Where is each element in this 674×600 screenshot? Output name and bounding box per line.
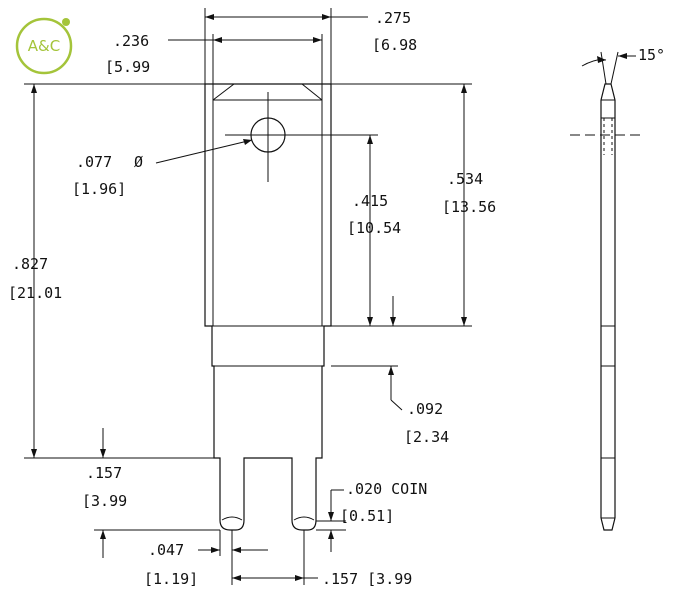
company-logo: A&C <box>15 17 73 75</box>
coin-right <box>293 516 315 521</box>
front-view <box>204 83 378 531</box>
side-view: 15° <box>570 46 665 531</box>
overall-length-mm: [21.01 <box>8 284 62 302</box>
overall-length-inch: .827 <box>12 255 48 273</box>
side-angle-label: 15° <box>638 46 665 64</box>
coin-mm: [0.51] <box>340 507 394 525</box>
logo-text: A&C <box>28 37 60 55</box>
side-tip-bottom <box>600 517 616 531</box>
shoulder-step-inch: .092 <box>407 400 443 418</box>
logo-dot <box>62 18 70 26</box>
coin-inch: .020 COIN <box>346 480 427 498</box>
hole-to-shoulder-mm: [10.54 <box>347 219 401 237</box>
coin-left <box>221 516 243 521</box>
tab-spacing-label: .157 [3.99 <box>322 570 412 588</box>
logo-ring <box>15 17 73 75</box>
tip-radius-mm: [1.19] <box>144 570 198 588</box>
dimension-lines <box>24 8 472 585</box>
shoulder-step-mm: [2.34 <box>404 428 449 446</box>
inner-width-mm: [5.99 <box>105 58 150 76</box>
overall-width-mm: [6.98 <box>372 36 417 54</box>
inner-width-inch: .236 <box>113 32 149 50</box>
tab-length-inch: .157 <box>86 464 122 482</box>
terminal-outline <box>204 83 332 531</box>
tip-radius-inch: .047 <box>148 541 184 559</box>
hole-dia-mm: [1.96] <box>72 180 126 198</box>
hole-dia-symbol: Ø <box>134 153 143 171</box>
overall-width-inch: .275 <box>375 9 411 27</box>
hole-to-shoulder-inch: .415 <box>352 192 388 210</box>
tab-length-mm: [3.99 <box>82 492 127 510</box>
top-to-shoulder-mm: [13.56 <box>442 198 496 216</box>
dimension-labels: .275 [6.98 .236 [5.99 .077 Ø [1.96] .415… <box>8 9 496 588</box>
top-to-shoulder-inch: .534 <box>447 170 483 188</box>
top-chamfer <box>212 83 323 101</box>
side-tip-top <box>600 83 616 101</box>
hole-dia-inch: .077 <box>76 153 112 171</box>
